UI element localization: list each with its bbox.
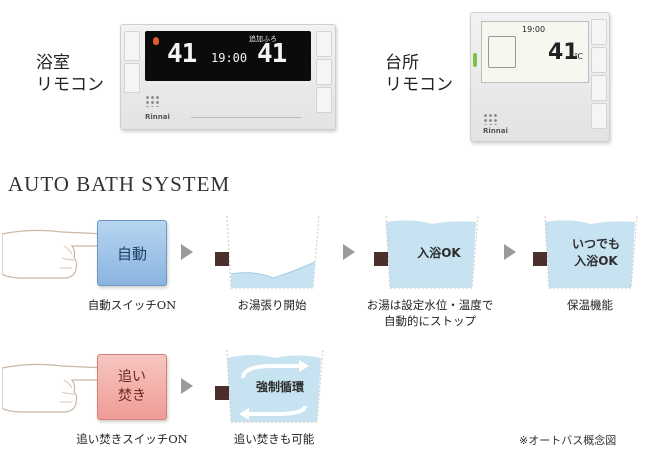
kitchen-remote-label-line1: 台所	[385, 53, 419, 73]
kitchen-brand: Rinnai	[483, 127, 508, 135]
kitchen-time: 19:00	[522, 25, 546, 34]
bath-remote-label: 浴室 リモコン	[36, 52, 104, 96]
kitchen-icons	[488, 36, 516, 68]
reheat-tub-caption: 追い焚きも可能	[233, 432, 315, 446]
section-title: AUTO BATH SYSTEM	[8, 172, 231, 196]
reheat-button-label: 追い 焚き	[118, 368, 146, 406]
step-arrow-3	[504, 244, 516, 260]
reheat-button-label-line1: 追い	[118, 369, 146, 385]
bath-right-temp: 41	[257, 39, 287, 69]
bath-footer-line	[191, 117, 301, 118]
bath-time: 19:00	[211, 51, 248, 65]
bath-remote: 41 19:00 追加ふろ 41 Rinnai	[120, 24, 336, 130]
tub-text-bath-ok: 入浴OK	[417, 246, 461, 260]
reheat-button-label-line2: 焚き	[118, 388, 146, 404]
tub-text-anytime-line1: いつでも	[571, 237, 620, 251]
tub-full	[374, 215, 479, 289]
step-caption-3: お湯は設定水位・温度で 自動的にストップ	[346, 297, 514, 329]
tub-keep-warm	[533, 215, 638, 289]
bath-tag: 追加ふろ	[249, 35, 277, 43]
kitchen-left-green-indicator	[473, 53, 477, 67]
concept-note: ※オートバス概念図	[519, 434, 617, 447]
kitchen-right-button-1[interactable]	[591, 19, 607, 45]
step-caption-3-line2: 自動的にストップ	[384, 314, 476, 328]
kitchen-right-button-2[interactable]	[591, 47, 607, 73]
reheat-arrow	[181, 378, 193, 394]
kitchen-display: 19:00 41 ℃	[481, 21, 589, 83]
bath-right-button-bottom[interactable]	[316, 87, 332, 113]
bath-display: 41 19:00 追加ふろ 41	[145, 31, 311, 81]
bath-right-button-top[interactable]	[316, 31, 332, 57]
step-caption-2: お湯張り開始	[237, 298, 307, 312]
step-caption-1: 自動スイッチON	[87, 298, 177, 312]
tub-text-anytime: いつでも 入浴OK	[556, 236, 636, 270]
tub-circulation	[215, 349, 324, 423]
bath-left-button-top[interactable]	[124, 31, 140, 61]
kitchen-right-button-3[interactable]	[591, 75, 607, 101]
bath-brand: Rinnai	[145, 113, 170, 121]
kitchen-right-button-4[interactable]	[591, 103, 607, 129]
bath-remote-label-line1: 浴室	[36, 53, 70, 73]
tub-text-forced-circulation: 強制循環	[255, 380, 304, 394]
step-caption-4: 保温機能	[567, 298, 613, 312]
bath-right-button-mid[interactable]	[316, 59, 332, 85]
bath-left-temp: 41	[167, 39, 197, 69]
step-arrow-2	[343, 244, 355, 260]
auto-button-label: 自動	[116, 244, 147, 263]
reheat-caption: 追い焚きスイッチON	[76, 432, 188, 446]
kitchen-speaker	[483, 113, 499, 125]
kitchen-temp: 41	[548, 40, 579, 65]
bath-left-button-bottom[interactable]	[124, 63, 140, 93]
reheat-button[interactable]: 追い 焚き	[97, 354, 167, 420]
kitchen-remote: 19:00 41 ℃ Rinnai	[470, 12, 610, 142]
bath-remote-label-line2: リモコン	[36, 75, 104, 95]
kitchen-remote-label: 台所 リモコン	[385, 52, 453, 96]
bath-speaker	[145, 95, 161, 107]
auto-button[interactable]: 自動	[97, 220, 167, 286]
kitchen-remote-label-line2: リモコン	[385, 75, 453, 95]
flame-icon	[153, 37, 159, 45]
tub-filling	[215, 215, 320, 289]
step-arrow-1	[181, 244, 193, 260]
tub-text-anytime-line2: 入浴OK	[574, 254, 618, 268]
step-caption-3-line1: お湯は設定水位・温度で	[366, 298, 494, 312]
kitchen-temp-unit: ℃	[574, 52, 583, 61]
